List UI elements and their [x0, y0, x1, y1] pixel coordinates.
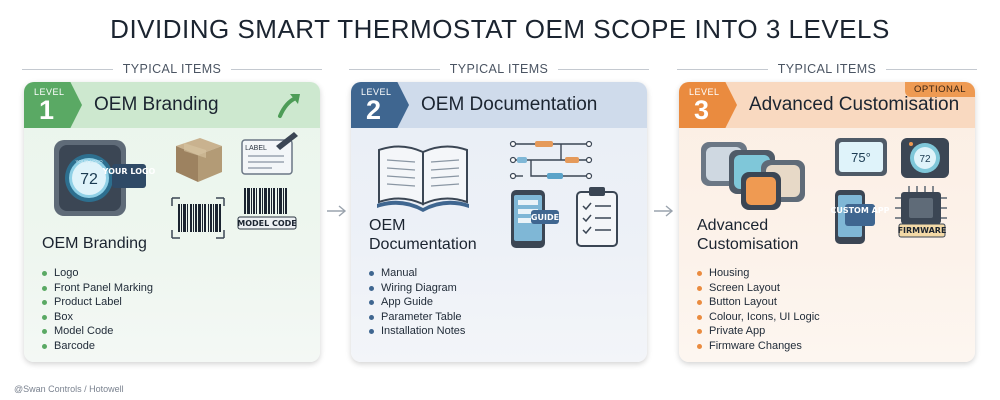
svg-text:YOUR LOGO: YOUR LOGO: [102, 167, 156, 176]
svg-text:FIRMWARE: FIRMWARE: [898, 226, 947, 235]
level-2-header-title: OEM Documentation: [421, 94, 598, 115]
list-item: Colour, Icons, UI Logic: [697, 310, 820, 325]
typical-items-label-1: TYPICAL ITEMS: [22, 61, 323, 77]
list-item: Firmware Changes: [697, 339, 820, 354]
list-item: Screen Layout: [697, 281, 820, 296]
list-item: Wiring Diagram: [369, 281, 465, 296]
thermostat-icon: 72 YOUR LOGO: [54, 140, 126, 216]
level-3-badge: LEVEL 3: [679, 82, 737, 128]
list-item: Barcode: [42, 339, 153, 354]
phone-guide-icon: GUIDE: [511, 190, 559, 248]
list-item: Model Code: [42, 324, 153, 339]
list-item: App Guide: [369, 295, 465, 310]
level-3-illustration: 75° 72 CUSTOM APP: [701, 138, 949, 244]
level-1-card: LEVEL 1 OEM Branding 72 YOUR LOGO YOUR L…: [24, 82, 320, 362]
label-icon: LABEL: [241, 132, 298, 175]
level-2-section-title: OEM Documentation: [369, 217, 477, 253]
trend-arrow-icon: [278, 94, 300, 118]
svg-text:72: 72: [919, 154, 931, 165]
list-item: Housing: [697, 266, 820, 281]
level-1-items: Logo Front Panel Marking Product Label B…: [42, 266, 153, 354]
svg-text:GUIDE: GUIDE: [531, 213, 559, 222]
list-item: Button Layout: [697, 295, 820, 310]
list-item: Front Panel Marking: [42, 281, 153, 296]
list-item: Installation Notes: [369, 324, 465, 339]
list-item: Parameter Table: [369, 310, 465, 325]
model-code-tag: MODEL CODE: [237, 216, 297, 230]
arrow-right-icon: [327, 205, 347, 217]
wiring-diagram-icon: [509, 140, 593, 180]
level-3-card: LEVEL 3 Advanced Customisation OPTIONAL …: [679, 82, 975, 362]
thermostat-screen-icon: 75°: [835, 138, 887, 176]
thermostat-dial-icon: 72: [901, 138, 949, 178]
list-item: Manual: [369, 266, 465, 281]
typical-items-label-3: TYPICAL ITEMS: [677, 61, 978, 77]
clipboard-checklist-icon: [576, 187, 618, 247]
level-1-badge: LEVEL 1: [24, 82, 82, 128]
list-item: Private App: [697, 324, 820, 339]
svg-text:CUSTOM APP: CUSTOM APP: [830, 206, 889, 215]
manual-book-icon: [377, 145, 469, 212]
svg-text:MODEL CODE: MODEL CODE: [237, 219, 297, 228]
credit-text: @Swan Controls / Hotowell: [14, 384, 124, 394]
box-icon: [176, 138, 222, 182]
level-1-section-title: OEM Branding: [42, 235, 147, 252]
page-title: DIVIDING SMART THERMOSTAT OEM SCOPE INTO…: [110, 14, 890, 44]
level-1-header: LEVEL 1 OEM Branding: [24, 82, 320, 128]
arrow-right-icon: [654, 205, 674, 217]
list-item: Box: [42, 310, 153, 325]
svg-text:75°: 75°: [851, 150, 871, 165]
list-item: Logo: [42, 266, 153, 281]
svg-text:LABEL: LABEL: [245, 145, 267, 152]
typical-items-label-2: TYPICAL ITEMS: [349, 61, 650, 77]
svg-text:72: 72: [80, 171, 98, 188]
level-1-header-title: OEM Branding: [94, 94, 219, 115]
housing-variants-icon: [701, 142, 805, 210]
level-3-header: LEVEL 3 Advanced Customisation OPTIONAL: [679, 82, 975, 128]
level-3-header-title: Advanced Customisation: [749, 94, 960, 115]
level-3-items: Housing Screen Layout Button Layout Colo…: [697, 266, 820, 354]
svg-text:YOUR LOGO: YOUR LOGO: [75, 159, 103, 164]
custom-app-phone-icon: CUSTOM APP: [830, 190, 890, 244]
level-2-header: LEVEL 2 OEM Documentation: [351, 82, 647, 128]
level-2-card: LEVEL 2 OEM Documentation: [351, 82, 647, 362]
level-1-illustration: 72 YOUR LOGO YOUR LOGO LABEL: [54, 132, 298, 239]
barcode-icon: [171, 197, 225, 239]
firmware-chip-icon: FIRMWARE: [895, 186, 947, 238]
level-2-illustration: GUIDE: [377, 140, 618, 248]
model-code-barcode-icon: [244, 188, 287, 214]
optional-badge: OPTIONAL: [905, 82, 975, 97]
level-2-badge: LEVEL 2: [351, 82, 409, 128]
level-3-section-title: Advanced Customisation: [697, 217, 799, 253]
list-item: Product Label: [42, 295, 153, 310]
your-logo-tag: YOUR LOGO: [102, 164, 156, 188]
level-2-items: Manual Wiring Diagram App Guide Paramete…: [369, 266, 465, 339]
